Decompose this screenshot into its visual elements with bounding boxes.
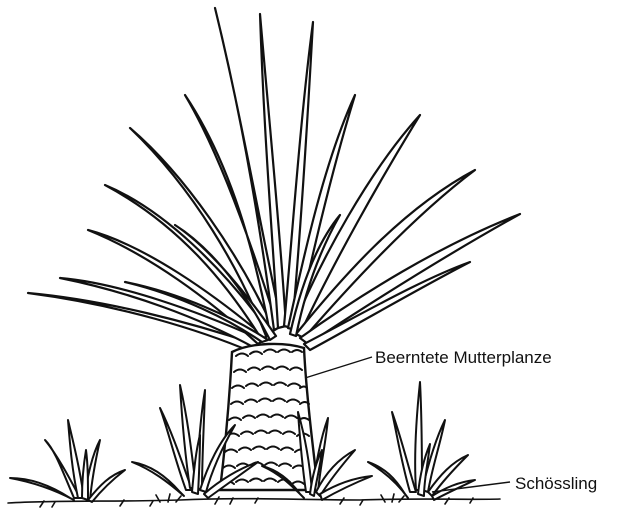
leader-line-mother-plant	[305, 357, 372, 378]
leader-line-offshoot	[432, 482, 510, 492]
mother-plant-leaves	[28, 8, 520, 352]
label-mother-plant: Beerntete Mutterplanze	[375, 348, 552, 367]
offshoot-right	[368, 382, 475, 500]
offshoot-far-left	[10, 420, 125, 502]
label-offshoot: Schössling	[515, 474, 597, 493]
